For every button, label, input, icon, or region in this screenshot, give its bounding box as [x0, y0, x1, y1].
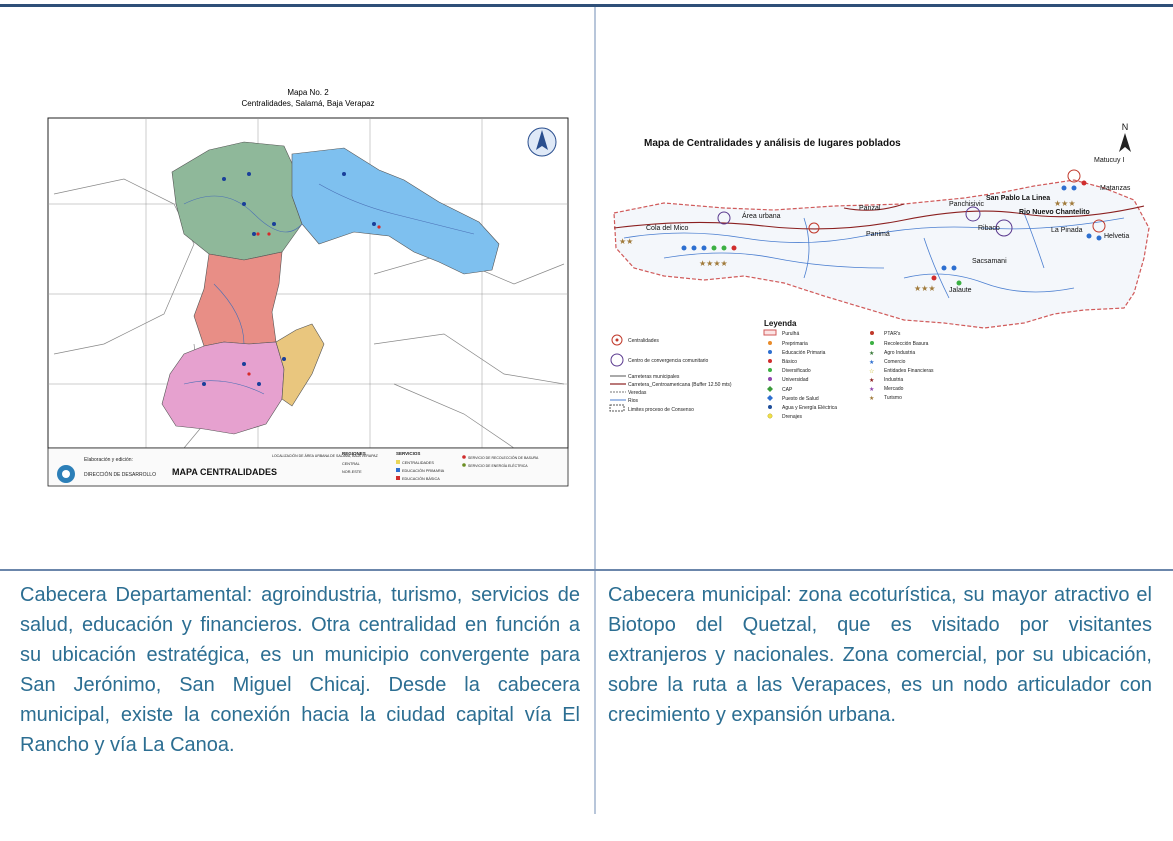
- svg-text:☆: ☆: [869, 368, 874, 375]
- svg-text:★: ★: [869, 386, 874, 393]
- legend-servicio-basura: SERVICIO DE RECOLECCIÓN DE BASURA: [468, 455, 539, 460]
- legend-veredas: Veredas: [628, 390, 647, 396]
- legend-turismo: Turismo: [884, 395, 902, 401]
- purulha-centralidades-map: Mapa de Centralidades y análisis de luga…: [604, 118, 1164, 438]
- right-map-title: Mapa de Centralidades y análisis de luga…: [644, 138, 901, 149]
- place-cola-del-mico: Cola del Mico: [646, 225, 689, 232]
- legend-region-central: CENTRAL: [342, 462, 360, 466]
- top-border: [0, 4, 1173, 7]
- north-arrow-icon: [527, 127, 557, 157]
- right-description: Cabecera municipal: zona ecoturística, s…: [608, 584, 1152, 726]
- svg-text:★★★: ★★★: [914, 284, 936, 293]
- legend-basico: Básico: [782, 359, 797, 365]
- legend-industria: Industria: [884, 377, 903, 383]
- place-panzal: Panzal: [859, 205, 881, 212]
- legend-limites: Limites proceso de Consenso: [628, 407, 694, 413]
- legend-convergencia: Centro de convergencia comunitario: [628, 358, 709, 364]
- svg-text:★: ★: [869, 395, 874, 402]
- footer-map-title: MAPA CENTRALIDADES: [172, 467, 277, 477]
- legend-mercado: Mercado: [884, 386, 904, 392]
- legend-region-noreste: NOR-ESTE: [342, 470, 362, 474]
- map-title-line2: Centralidades, Salamá, Baja Verapaz: [242, 99, 375, 108]
- legend-centralidades: Centralidades: [628, 338, 659, 344]
- legend-financieras: Entidades Financieras: [884, 368, 934, 374]
- region-pink: [161, 341, 285, 435]
- legend-ptar: PTAR's: [884, 331, 901, 337]
- svg-text:★: ★: [869, 377, 874, 384]
- legend-primaria: Educación Primaria: [782, 350, 826, 356]
- legend-rios: Rios: [628, 398, 639, 404]
- svg-text:★★★: ★★★: [1054, 199, 1076, 208]
- place-la-pinada: La Pinada: [1051, 227, 1083, 234]
- svg-text:★★: ★★: [619, 237, 633, 246]
- place-matucuy: Matucuy I: [1094, 157, 1124, 164]
- place-rio-nuevo: Rio Nuevo Chantelito: [1019, 209, 1090, 216]
- legend-servicios-header: SERVICIOS: [396, 451, 420, 456]
- legend-agroindustria: Agro Industria: [884, 350, 915, 356]
- place-jalaute: Jalaute: [949, 287, 972, 294]
- legend-servicio-primaria: EDUCACIÓN PRIMARIA: [402, 468, 445, 473]
- place-matanzas: Matanzas: [1100, 185, 1131, 192]
- legend-regiones-header: REGIONES: [342, 451, 366, 456]
- footer-direction: DIRECCIÓN DE DESARROLLO: [84, 471, 156, 478]
- region-blue: [291, 147, 500, 275]
- footer-location-label: LOCALIZACIÓN DE ÁREA URBANA DE SALAMÁ, B…: [272, 453, 379, 458]
- legend-purulha: Purulhá: [782, 331, 799, 337]
- legend-diversificado: Diversificado: [782, 368, 811, 374]
- place-panima: Panimá: [866, 231, 890, 238]
- legend-puesto-salud: Puesto de Salud: [782, 396, 819, 402]
- legend-servicio-centralidades: CENTRALIDADES: [402, 461, 434, 465]
- legend-universidad: Universidad: [782, 377, 809, 383]
- svg-text:★: ★: [869, 359, 874, 366]
- place-helvetia: Helvetia: [1104, 233, 1129, 240]
- svg-text:★★★★: ★★★★: [699, 259, 728, 268]
- north-arrow-icon: N: [1119, 122, 1131, 152]
- salama-centralidades-map: Mapa No. 2 Centralidades, Salamá, Baja V…: [44, 84, 572, 489]
- place-area-urbana: Área urbana: [742, 211, 781, 220]
- place-panchisivic: Panchisivic: [949, 201, 985, 208]
- legend-servicio-basica: EDUCACIÓN BÁSICA: [402, 476, 440, 481]
- legend-preprimaria: Preprimaria: [782, 341, 808, 347]
- place-ribaco: Ribaco: [978, 225, 1000, 232]
- legend-cap: CAP: [782, 387, 793, 393]
- left-description: Cabecera Departamental: agroindustria, t…: [20, 584, 580, 756]
- legend-comercio: Comercio: [884, 359, 906, 365]
- region-tan: [275, 323, 325, 407]
- legend-carreteras-municipales: Carreteras municipales: [628, 374, 680, 380]
- north-label: N: [1122, 122, 1129, 132]
- legend-recoleccion: Recolección Basura: [884, 341, 929, 347]
- column-divider: [594, 7, 596, 814]
- place-sacsamani: Sacsamani: [972, 258, 1007, 265]
- legend-servicio-energia: SERVICIO DE ENERGÍA ELÉCTRICA: [468, 463, 528, 468]
- region-red: [193, 251, 283, 347]
- legend-title: Leyenda: [764, 319, 797, 328]
- legend-agua-energia: Agua y Energía Eléctrica: [782, 405, 837, 411]
- footer-logo-icon: [57, 465, 75, 483]
- legend-carretera-ca: Carretera_Centroamericana (Buffer 12.50 …: [628, 382, 732, 388]
- svg-text:★: ★: [869, 350, 874, 357]
- map-title-line1: Mapa No. 2: [287, 88, 329, 97]
- row-divider: [0, 569, 1173, 571]
- place-san-pablo: San Pablo La Linea: [986, 195, 1050, 202]
- legend-drenajes: Drenajes: [782, 414, 803, 420]
- footer-credit: Elaboración y edición:: [84, 457, 133, 463]
